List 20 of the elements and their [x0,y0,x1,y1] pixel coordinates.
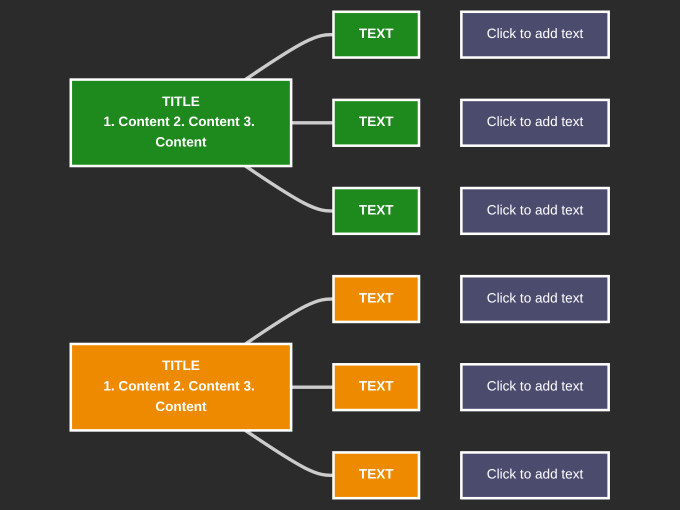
node-box [332,363,421,412]
node-box [332,10,421,59]
node-box [70,342,293,432]
node-box [460,274,610,324]
node-box [460,10,610,59]
connector [291,121,334,124]
node-box [70,78,293,168]
node-box [332,186,421,236]
node-box [332,274,421,324]
node-box [460,98,610,147]
connector [291,386,334,389]
connector [244,429,334,478]
node-box [332,98,421,147]
connector [244,164,334,213]
connector [244,32,334,81]
node-box [460,363,610,412]
node-box [332,451,421,500]
connector [244,297,334,346]
node-box [460,186,610,236]
node-box [460,451,610,500]
